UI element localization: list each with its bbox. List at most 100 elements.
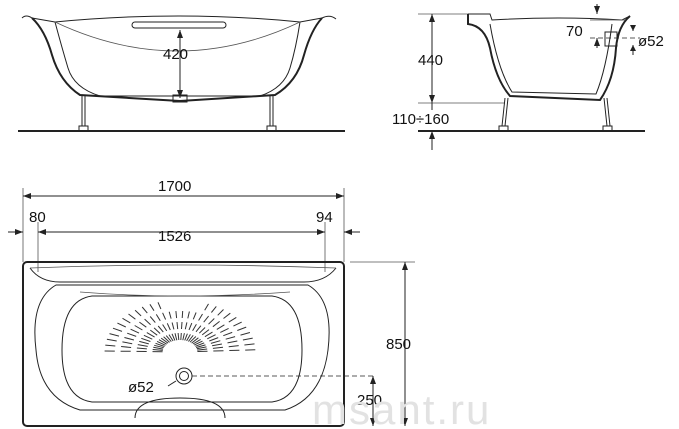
legs-side [498, 97, 613, 132]
anti-slip-ray [204, 303, 209, 311]
anti-slip-ray [157, 325, 164, 333]
dim-label-94: 94 [316, 209, 333, 226]
dim-label-legs: 110÷160 [392, 111, 449, 128]
tub-rim-side [468, 13, 631, 21]
plan-view: ø52 [22, 261, 375, 427]
anti-slip-ray [109, 333, 120, 337]
anti-slip-ray [134, 309, 142, 317]
anti-slip-ray [198, 313, 203, 321]
dim-label-drain-side: ø52 [638, 33, 664, 50]
anti-slip-ray [211, 306, 217, 313]
anti-slip-ray [196, 346, 207, 350]
anti-slip-ray [137, 344, 148, 347]
anti-slip-ray [163, 336, 170, 343]
drain-hole-plan [175, 367, 193, 385]
anti-slip-ray [128, 313, 136, 320]
dim-label-850: 850 [386, 336, 411, 353]
anti-slip-ray [171, 333, 176, 341]
dim-arrow-420-top [177, 30, 183, 38]
anti-slip-ray [220, 327, 229, 333]
anti-slip-ray [228, 316, 237, 323]
anti-slip-ray [212, 343, 222, 347]
anti-slip-ray [208, 318, 215, 325]
overflow-slot-front [131, 21, 227, 29]
anti-slip-ray [127, 332, 137, 337]
anti-slip-ray [177, 332, 180, 341]
anti-slip-ray [223, 331, 233, 337]
anti-slip-ray [105, 344, 116, 347]
anti-slip-ray [166, 323, 171, 331]
anti-slip-ray [233, 321, 242, 327]
anti-slip-ray [165, 335, 172, 342]
dim-label-420: 420 [163, 46, 188, 63]
anti-slip-ray [188, 322, 193, 331]
tub-rim-plan [29, 267, 337, 283]
tub-inner-shell-side [489, 23, 613, 95]
anti-slip-ray [201, 329, 210, 336]
anti-slip-ray [175, 311, 178, 319]
anti-slip-ray [141, 306, 148, 314]
anti-slip-ray [186, 334, 191, 342]
anti-slip-ray [240, 332, 251, 336]
anti-slip-ray [144, 318, 151, 326]
anti-slip-ray [189, 336, 197, 343]
anti-slip-ray [122, 317, 131, 324]
anti-slip-ray [197, 348, 208, 351]
anti-slip-ray [217, 309, 224, 316]
anti-slip-ray [160, 337, 169, 344]
anti-slip-ray [139, 340, 149, 345]
anti-slip-pattern [104, 302, 256, 353]
anti-slip-ray [209, 337, 219, 342]
anti-slip-ray [174, 333, 178, 341]
anti-slip-ray [154, 344, 164, 349]
anti-slip-ray [121, 346, 132, 348]
anti-slip-ray [198, 327, 206, 334]
anti-slip-ray [176, 322, 179, 330]
dim-label-1700: 1700 [158, 178, 191, 195]
anti-slip-ray [162, 312, 167, 320]
dim-arrow-420-bottom [177, 90, 183, 98]
tub-outer-shell-front [31, 17, 323, 103]
anti-slip-ray [122, 341, 133, 345]
anti-slip-ray [182, 333, 185, 341]
plan-vertical-dimensions: 850 250 [350, 261, 415, 426]
anti-slip-ray [184, 333, 188, 341]
anti-slip-ray [181, 310, 184, 319]
anti-slip-ray [192, 323, 197, 331]
anti-slip-ray [153, 346, 164, 350]
anti-slip-ray [212, 321, 220, 328]
anti-slip-ray [227, 340, 238, 344]
anti-slip-ray [139, 321, 147, 328]
anti-slip-ray [242, 337, 253, 341]
tub-outer-bowl-plan [34, 284, 330, 411]
anti-slip-ray [187, 311, 190, 319]
anti-slip-ray [191, 337, 199, 344]
dim-label-1526: 1526 [158, 228, 191, 245]
backrest-plan [134, 397, 226, 419]
anti-slip-ray [134, 325, 143, 331]
anti-slip-ray [141, 337, 151, 342]
legs-front [78, 96, 277, 132]
anti-slip-ray [149, 316, 156, 323]
anti-slip-ray [152, 349, 163, 351]
watermark-text: msant.ru [312, 386, 491, 429]
dim-label-250: 250 [357, 392, 382, 409]
anti-slip-ray [149, 304, 155, 311]
anti-slip-ray [244, 343, 255, 346]
anti-slip-ray [210, 340, 221, 344]
dim-label-440: 440 [418, 52, 443, 69]
anti-slip-ray [237, 326, 247, 331]
anti-slip-ray [184, 322, 188, 330]
anti-slip-ray [155, 342, 165, 347]
anti-slip-ray [117, 322, 127, 328]
anti-slip-ray [162, 324, 168, 332]
anti-slip-ray [204, 331, 213, 338]
tub-base-arc-front [54, 21, 301, 52]
anti-slip-ray [168, 311, 172, 319]
anti-slip-ray [156, 340, 166, 346]
anti-slip-ray [143, 334, 153, 340]
anti-slip-ray [216, 324, 225, 330]
anti-slip-ray [106, 338, 117, 342]
anti-slip-ray [112, 327, 123, 332]
